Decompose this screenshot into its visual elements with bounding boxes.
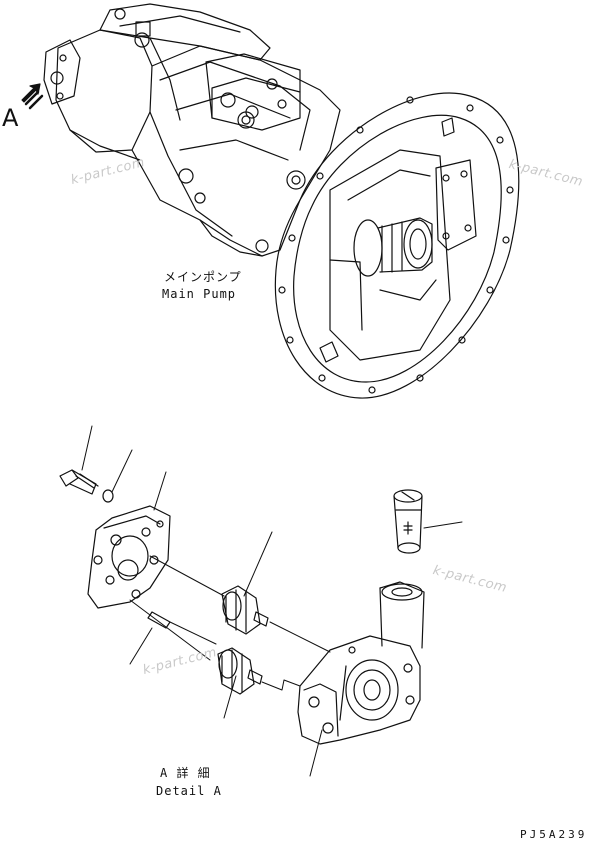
main-pump-drawing bbox=[43, 3, 520, 399]
view-arrow-icon bbox=[21, 83, 44, 110]
main-pump-label-en: Main Pump bbox=[162, 287, 237, 301]
strainer-part bbox=[393, 489, 423, 554]
main-pump-label-jp: メインポンプ bbox=[164, 270, 242, 284]
drawing-code: PJ5A239 bbox=[520, 828, 588, 841]
detail-label-jp: A 詳 細 bbox=[160, 766, 211, 780]
detail-label-en: Detail A bbox=[156, 784, 222, 798]
leader-lines bbox=[81, 425, 463, 777]
gear-part-lower bbox=[217, 647, 263, 695]
assembly-lines bbox=[129, 555, 331, 691]
gear-part-upper bbox=[221, 585, 269, 635]
bolt-part bbox=[59, 469, 99, 495]
view-letter: A bbox=[2, 104, 19, 132]
washer-part bbox=[102, 489, 114, 503]
pin-part bbox=[147, 611, 171, 629]
pump-housing-part bbox=[297, 581, 425, 745]
cover-plate-part bbox=[87, 505, 171, 609]
